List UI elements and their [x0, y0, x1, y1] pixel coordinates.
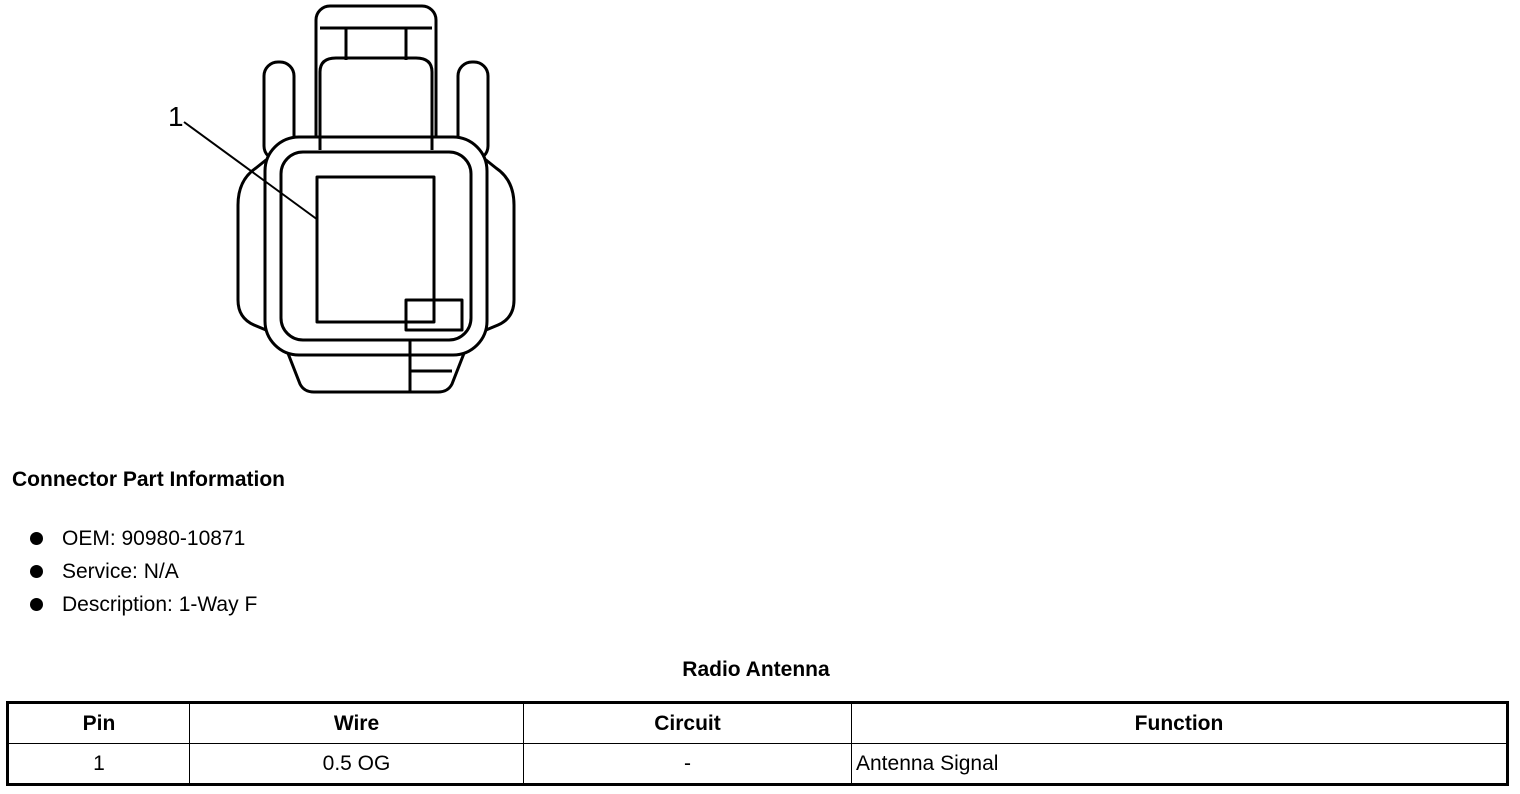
oem-part-number: OEM: 90980-10871	[62, 526, 246, 550]
pin-cavity	[315, 175, 436, 324]
cavity-key	[404, 298, 464, 332]
housing-inner	[279, 150, 473, 342]
connector-diagram: 1	[168, 4, 516, 394]
column-header-wire: Wire	[189, 702, 524, 744]
pin-table: Pin Wire Circuit Function 1 0.5 OG - Ant…	[6, 701, 1509, 786]
column-header-function: Function	[851, 702, 1508, 744]
bullet-icon	[30, 532, 43, 545]
table-row: 1 0.5 OG - Antenna Signal	[7, 743, 1508, 785]
pin-callout-leader	[183, 121, 319, 221]
table-title: Radio Antenna	[682, 658, 830, 681]
column-header-circuit: Circuit	[523, 702, 852, 744]
column-header-pin: Pin	[7, 702, 190, 744]
table-header-row: Pin Wire Circuit Function	[7, 702, 1508, 744]
pin-callout-label: 1	[168, 101, 184, 132]
bullet-icon	[30, 598, 43, 611]
list-item: OEM: 90980-10871	[30, 522, 257, 555]
connector-description: Description: 1-Way F	[62, 592, 258, 616]
connector-info-list: OEM: 90980-10871 Service: N/A Descriptio…	[30, 522, 257, 621]
service-part-number: Service: N/A	[62, 559, 179, 583]
left-ear	[236, 158, 268, 332]
list-item: Service: N/A	[30, 555, 257, 588]
cell-circuit: -	[523, 743, 852, 785]
cell-pin: 1	[7, 743, 190, 785]
cell-function: Antenna Signal	[851, 743, 1508, 785]
connector-info-heading: Connector Part Information	[12, 468, 286, 491]
right-ear	[484, 158, 516, 332]
top-tab-inner	[318, 56, 434, 150]
cell-wire: 0.5 OG	[189, 743, 524, 785]
bullet-icon	[30, 565, 43, 578]
list-item: Description: 1-Way F	[30, 588, 257, 621]
